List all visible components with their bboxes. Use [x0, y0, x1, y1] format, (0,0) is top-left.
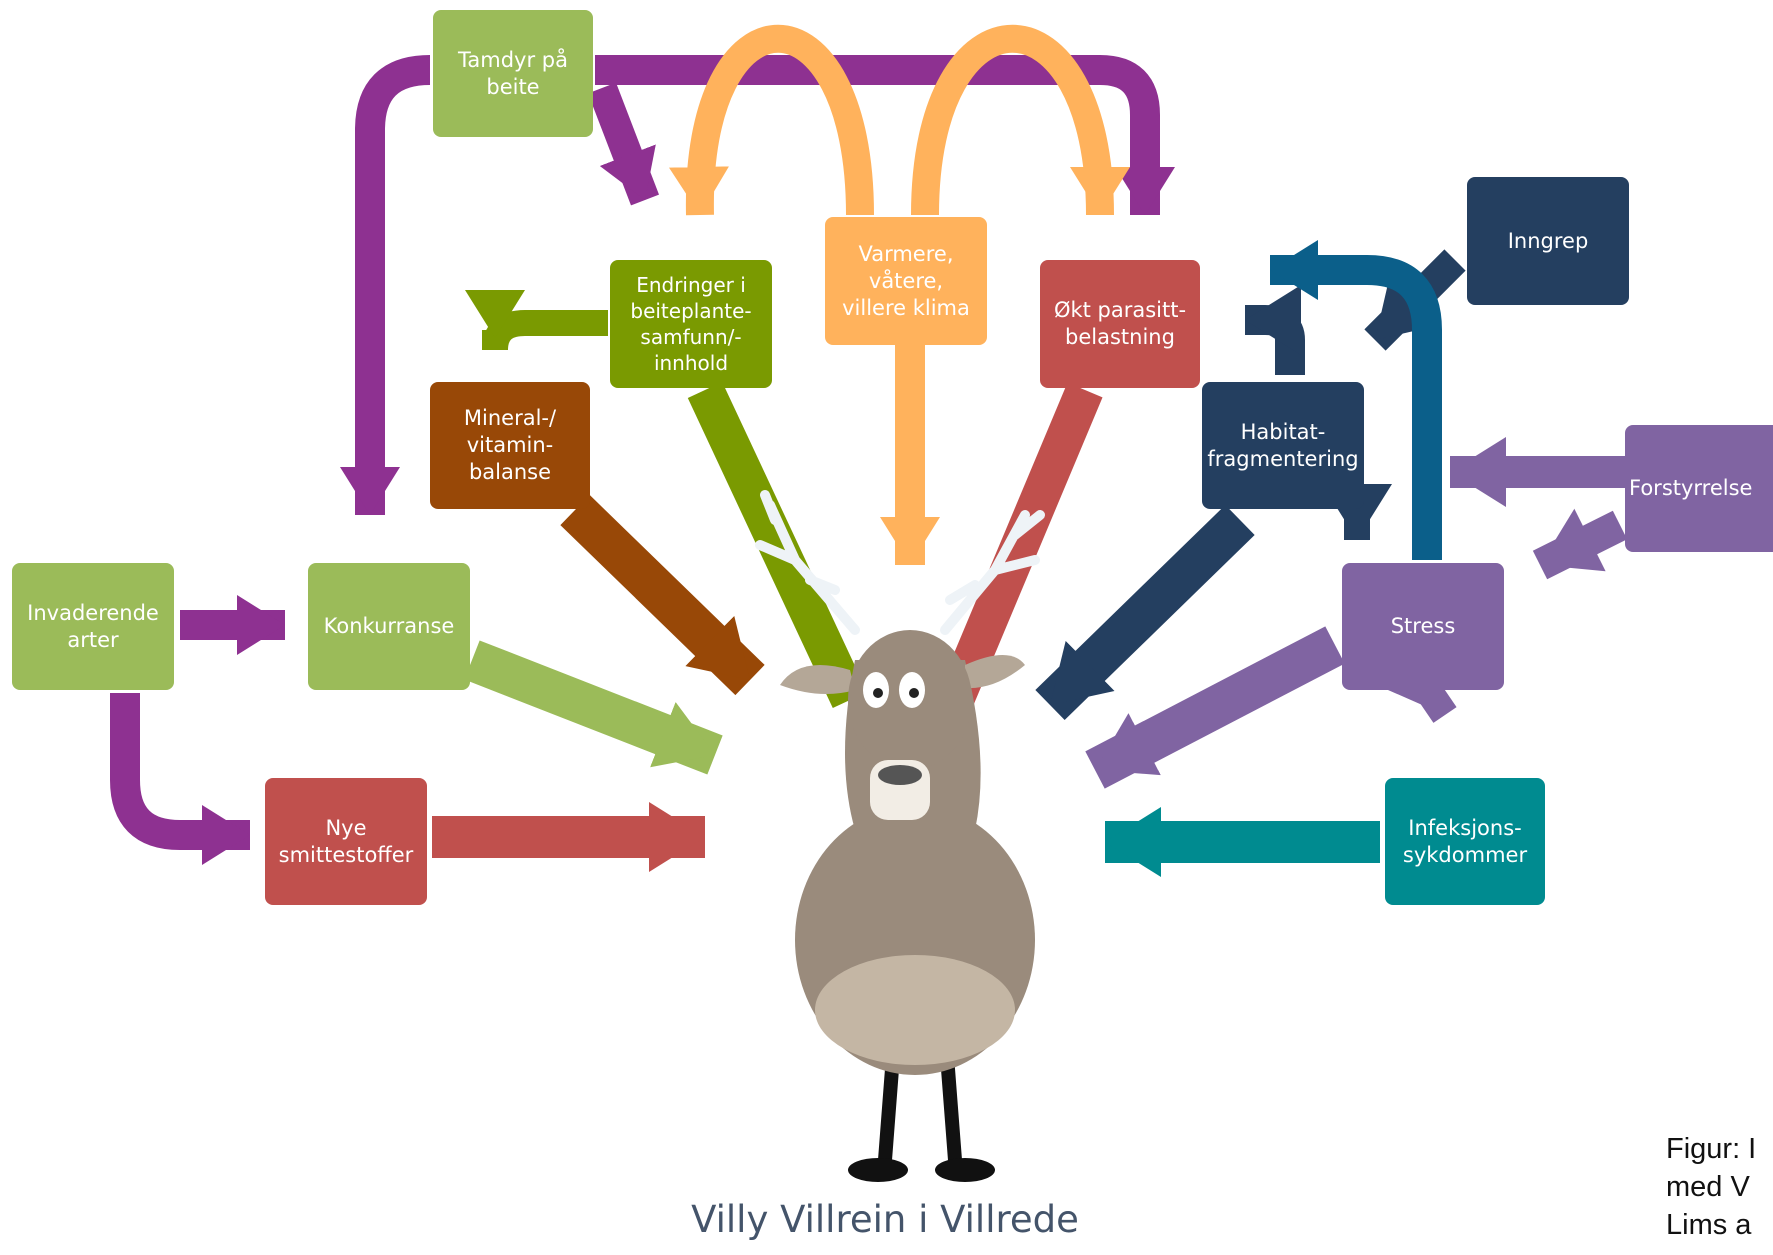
reindeer-ear-right	[965, 655, 1025, 689]
diagram-title: Villy Villrein i Villrede	[691, 1198, 1079, 1241]
node-endringer: Endringer i beiteplante- samfunn/- innho…	[610, 260, 772, 388]
left-antler	[755, 490, 860, 635]
reindeer-left-pupil	[873, 688, 883, 698]
arrow-stress-reindeer	[1085, 626, 1345, 789]
reindeer-belly	[815, 955, 1015, 1065]
arrow-forstyrrelse-stress	[1532, 508, 1628, 580]
right-hoof	[935, 1158, 995, 1182]
arrow-okt-reindeer	[937, 382, 1103, 708]
node-infeksjon: Infeksjons- sykdommer	[1385, 778, 1545, 905]
reindeer-nose	[878, 765, 922, 785]
arrow-tamdyr-endringer	[587, 82, 660, 206]
arrow-klima-okt	[911, 24, 1130, 216]
arrow-invaderende-nye	[110, 693, 250, 865]
node-nye-smittestoffer: Nye smittestoffer	[265, 778, 427, 905]
arrow-klima-endringer	[669, 24, 874, 216]
reindeer-character	[755, 490, 1045, 1182]
node-okt-parasitt: Økt parasitt- belastning	[1040, 260, 1200, 388]
arrow-konkurranse-reindeer	[464, 640, 723, 775]
arrow-stress-infeksjon	[1384, 649, 1457, 723]
left-hoof	[848, 1158, 908, 1182]
arrow-mineral-reindeer	[560, 494, 765, 696]
node-stress: Stress	[1342, 563, 1504, 690]
arrow-habitat-reindeer	[1035, 504, 1255, 721]
node-forstyrrelse: Forstyrrelse	[1625, 425, 1773, 552]
arrow-habitat-okt	[1245, 285, 1305, 375]
node-mineral: Mineral-/ vitamin- balanse	[430, 382, 590, 509]
node-varmere-klima: Varmere, våtere, villere klima	[825, 217, 987, 345]
arrow-endringer-mineral	[482, 310, 608, 351]
arrow-tamdyr-okt	[595, 55, 1175, 215]
reindeer-ear-left	[780, 665, 855, 694]
node-inngrep: Inngrep	[1467, 177, 1629, 305]
node-konkurranse: Konkurranse	[308, 563, 470, 690]
arrow-endringer-reindeer	[687, 381, 868, 709]
node-tamdyr: Tamdyr på beite	[433, 10, 593, 137]
arrow-stress-okt	[1270, 240, 1442, 560]
node-habitat: Habitat- fragmentering	[1202, 382, 1364, 509]
node-invaderende: Invaderende arter	[12, 563, 174, 690]
arrow-tamdyr-konkurranse	[340, 55, 431, 515]
reindeer-right-pupil	[909, 688, 919, 698]
figure-caption: Figur: I med V Lims a	[1666, 1133, 1757, 1241]
right-antler	[940, 510, 1045, 635]
